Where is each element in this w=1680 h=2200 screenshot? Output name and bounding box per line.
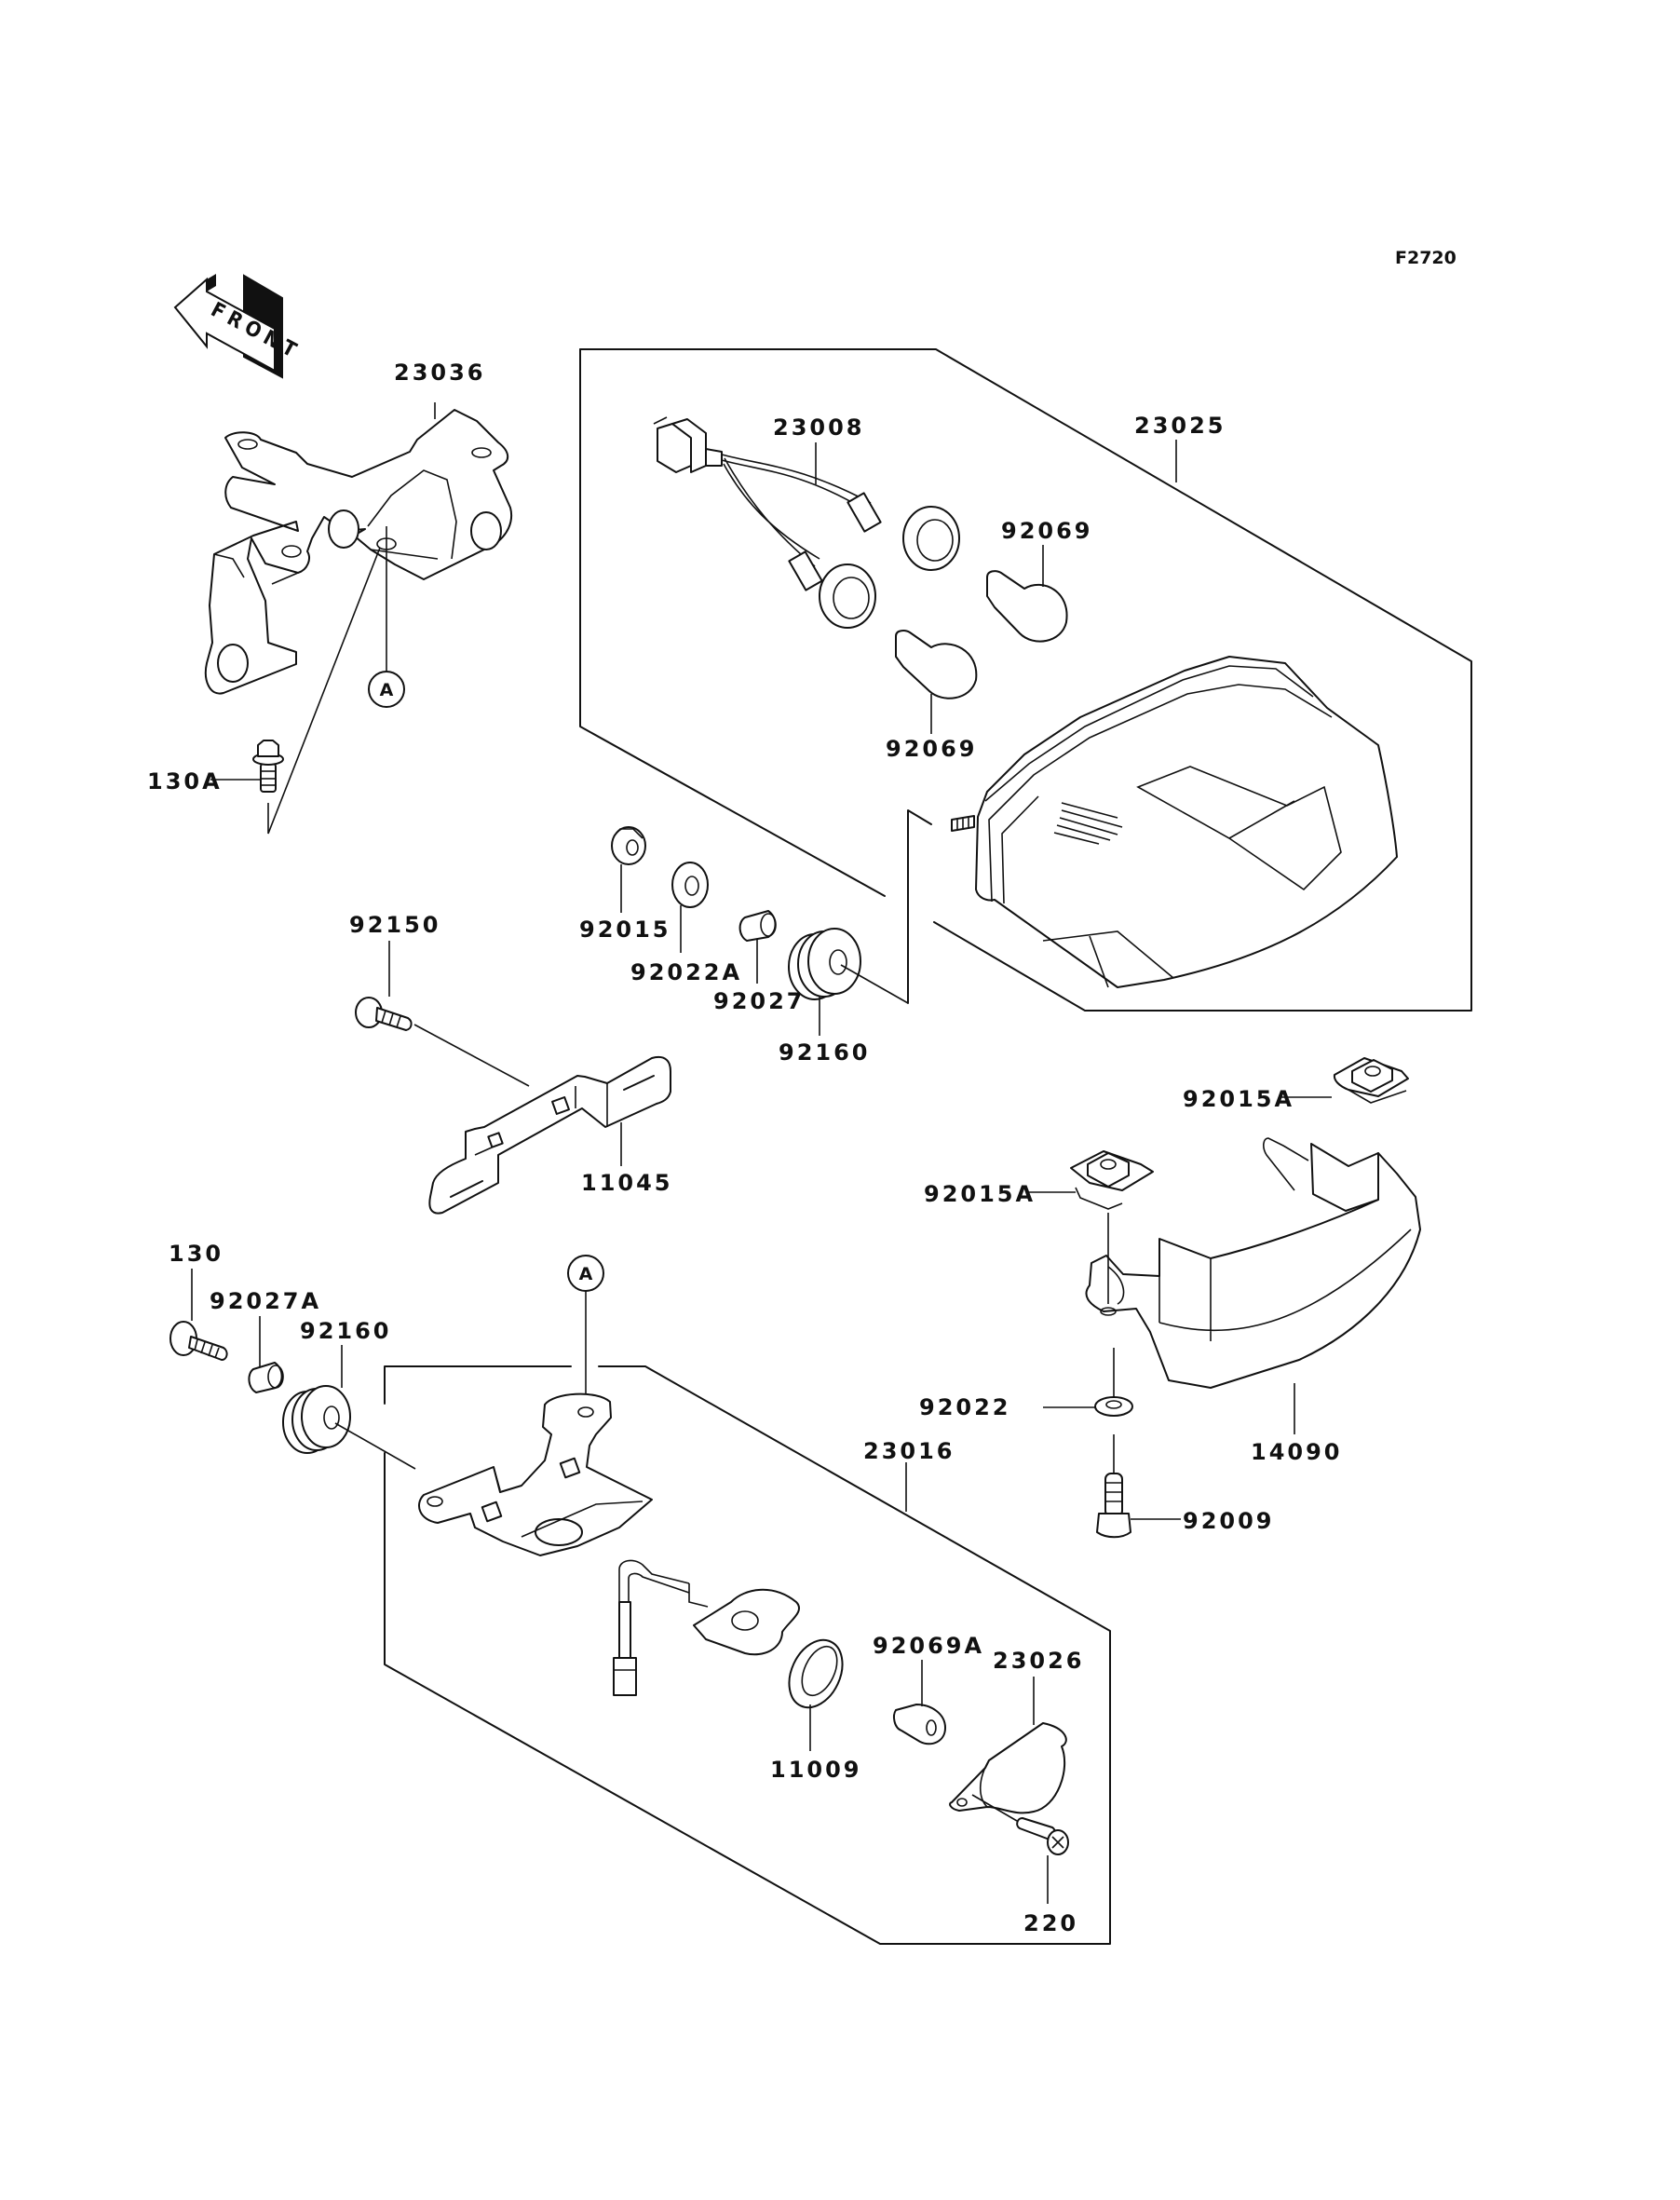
svg-text:A: A	[380, 680, 394, 700]
label-23036[interactable]: 23036	[394, 360, 486, 386]
reference-mark-a-upper: A	[368, 671, 405, 708]
part-92022A-washer[interactable]	[671, 862, 709, 908]
leader-220-to-lens	[971, 1794, 1018, 1822]
label-92150[interactable]: 92150	[349, 912, 441, 938]
part-23016-license-bracket[interactable]	[418, 1392, 653, 1556]
group-box-23025-left	[579, 348, 886, 897]
label-92027[interactable]: 92027	[713, 988, 806, 1014]
group-box-23025-notch	[907, 809, 932, 1004]
label-23025[interactable]: 23025	[1134, 413, 1226, 439]
part-92027-collar[interactable]	[738, 910, 777, 942]
group-box-23025	[579, 348, 1472, 1012]
part-92069-bulb-lower[interactable]	[895, 630, 978, 699]
label-220[interactable]: 220	[1023, 1910, 1078, 1936]
group-box-23016	[384, 1365, 1111, 1945]
leader-92150-to-bracket	[413, 1024, 530, 1087]
label-92069A[interactable]: 92069A	[873, 1633, 984, 1659]
part-92009-screw[interactable]	[1096, 1473, 1131, 1539]
label-92015A-upper[interactable]: 92015A	[1183, 1086, 1294, 1112]
part-92150-bolt[interactable]	[355, 997, 413, 1031]
part-130-bolt[interactable]	[169, 1321, 228, 1361]
label-130A[interactable]: 130A	[147, 768, 223, 794]
part-92015-nut[interactable]	[611, 826, 646, 865]
part-92015A-clip-lower[interactable]	[1070, 1150, 1154, 1210]
part-23008-harness[interactable]	[653, 416, 960, 629]
svg-text:A: A	[579, 1264, 593, 1284]
figure-code: F2720	[1395, 248, 1456, 268]
label-92022A[interactable]: 92022A	[630, 959, 742, 985]
part-14090-cover[interactable]	[1085, 1137, 1421, 1389]
leader-92160-to-lamp	[840, 964, 909, 1004]
part-11009-seal[interactable]	[779, 1632, 852, 1717]
label-23008[interactable]: 23008	[773, 414, 865, 441]
leader-130A-to-bracket	[267, 547, 381, 835]
part-92015A-clip-upper[interactable]	[1333, 1057, 1409, 1104]
label-11045[interactable]: 11045	[581, 1170, 673, 1196]
part-92027A-collar[interactable]	[248, 1362, 284, 1393]
part-23036-bracket[interactable]	[205, 409, 512, 695]
label-130[interactable]: 130	[169, 1241, 224, 1267]
label-92160-upper[interactable]: 92160	[779, 1039, 871, 1066]
part-130A-bolt[interactable]	[252, 740, 284, 793]
label-23026[interactable]: 23026	[993, 1648, 1085, 1674]
part-23016-wire-socket[interactable]	[613, 1559, 800, 1696]
label-11009[interactable]: 11009	[770, 1757, 862, 1783]
label-92069-lower[interactable]: 92069	[886, 736, 978, 762]
label-92022[interactable]: 92022	[919, 1394, 1011, 1420]
part-92022-washer[interactable]	[1094, 1396, 1133, 1417]
part-23025-tail-lamp[interactable]	[951, 656, 1398, 988]
part-92160-grommet-lower[interactable]	[282, 1385, 351, 1454]
group-box-23016-top-left	[384, 1365, 572, 1405]
label-23016[interactable]: 23016	[863, 1438, 955, 1464]
reference-mark-a-lower: A	[567, 1255, 604, 1292]
part-92069-bulb-upper[interactable]	[986, 570, 1068, 643]
part-11045-bracket[interactable]	[428, 1056, 671, 1215]
part-92160-grommet-upper[interactable]	[788, 928, 861, 1000]
leader-92160-to-bracket	[334, 1422, 416, 1470]
part-92069A-bulb[interactable]	[893, 1704, 946, 1745]
label-92015A-lower[interactable]: 92015A	[924, 1181, 1036, 1207]
label-92027A[interactable]: 92027A	[210, 1288, 321, 1314]
part-220-screw[interactable]	[1016, 1817, 1069, 1855]
part-23026-lens[interactable]	[949, 1722, 1067, 1814]
front-direction-arrow-icon: FRONT	[173, 274, 305, 379]
label-92160-lower[interactable]: 92160	[300, 1318, 392, 1344]
label-92015[interactable]: 92015	[579, 917, 671, 943]
label-92009[interactable]: 92009	[1183, 1508, 1275, 1534]
label-92069-upper[interactable]: 92069	[1001, 518, 1093, 544]
label-14090[interactable]: 14090	[1251, 1439, 1343, 1465]
